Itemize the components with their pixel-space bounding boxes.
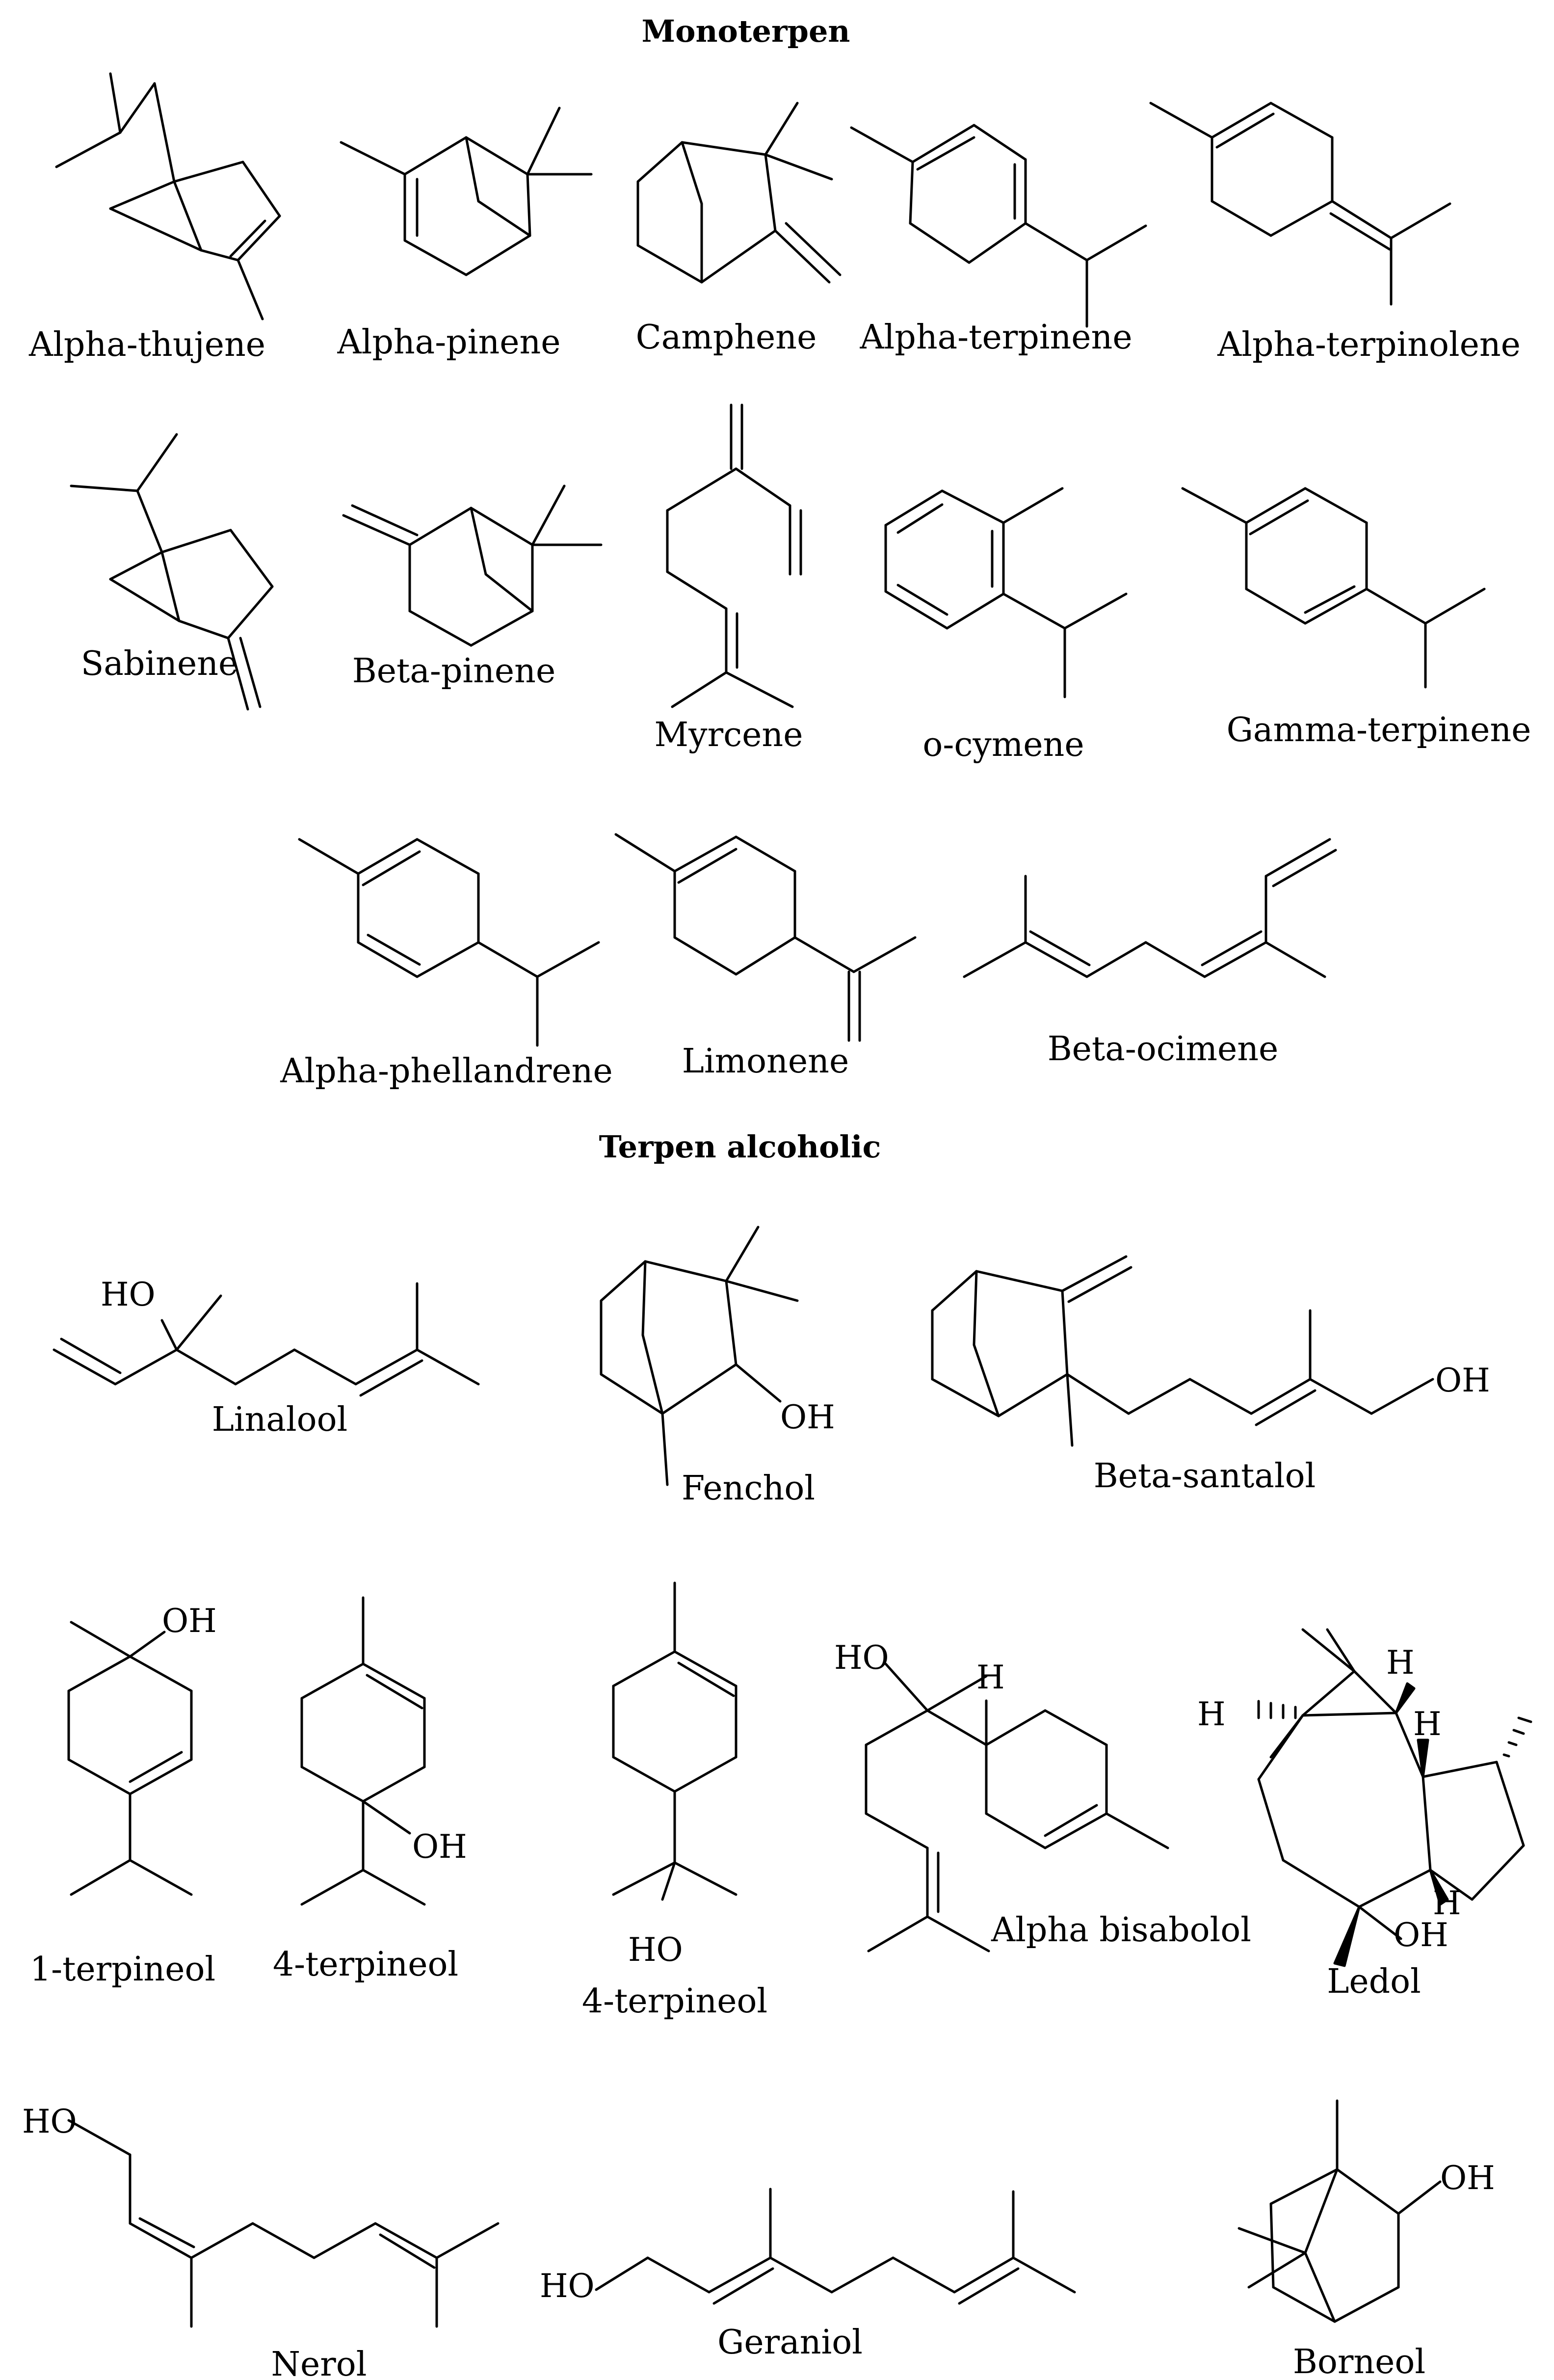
- atom-h-alpha-bisabolol: H: [976, 1658, 1005, 1696]
- label-1-terpineol: 1-terpineol: [30, 1950, 215, 1989]
- label-borneol: Borneol: [1293, 2343, 1425, 2380]
- atom-ho-4-terpineol-b: HO: [628, 1931, 683, 1969]
- structure-nerol: [67, 2119, 500, 2328]
- structure-gamma-terpinene: [1181, 487, 1486, 689]
- atom-ho-alpha-bisabolol: HO: [834, 1639, 889, 1677]
- hashed-bond-ledol-methyl: [1502, 1716, 1532, 1758]
- label-o-cymene: o-cymene: [922, 725, 1084, 764]
- label-fenchol: Fenchol: [682, 1469, 815, 1508]
- label-alpha-thujene: Alpha-thujene: [28, 325, 265, 364]
- atom-oh-borneol: OH: [1440, 2159, 1495, 2197]
- structure-beta-santalol: [931, 1255, 1434, 1447]
- atom-h-ledol-3: H: [1197, 1695, 1226, 1733]
- label-alpha-terpinene: Alpha-terpinene: [859, 318, 1132, 357]
- structure-4-terpineol-b: [612, 1581, 737, 1901]
- structure-4-terpineol-a: [300, 1596, 426, 1906]
- atom-h-ledol-1: H: [1386, 1644, 1415, 1682]
- label-gamma-terpinene: Gamma-terpinene: [1227, 711, 1531, 749]
- atom-oh-beta-santalol: OH: [1435, 1362, 1490, 1399]
- label-nerol: Nerol: [271, 2345, 367, 2380]
- atom-oh-ledol: OH: [1394, 1916, 1449, 1954]
- wedge-bond-ledol-h2: [1417, 1738, 1429, 1778]
- section-title-monoterpen: Monoterpen: [641, 13, 850, 49]
- structure-myrcene: [666, 403, 802, 708]
- hashed-bond-ledol-h: [1257, 1700, 1297, 1719]
- label-linalool: Linalool: [212, 1400, 348, 1439]
- structure-sabinene: [70, 433, 274, 711]
- atom-ho-geraniol: HO: [540, 2267, 595, 2305]
- wedge-bond-ledol-h3: [1429, 1869, 1449, 1906]
- wedge-bond-ledol-h1: [1395, 1682, 1416, 1714]
- label-ledol: Ledol: [1327, 1962, 1421, 2001]
- label-camphene: Camphene: [636, 318, 817, 357]
- structure-alpha-thujene: [55, 72, 281, 321]
- atom-oh-4-terpineol-a: OH: [412, 1828, 467, 1866]
- structure-beta-pinene: [342, 484, 603, 647]
- structure-beta-ocimene: [963, 838, 1337, 978]
- structure-geraniol: [595, 2188, 1076, 2305]
- label-alpha-bisabolol: Alpha bisabolol: [991, 1911, 1251, 1950]
- label-beta-santalol: Beta-santalol: [1094, 1457, 1316, 1496]
- label-beta-ocimene: Beta-ocimene: [1048, 1030, 1279, 1069]
- atom-ho-linalool: HO: [101, 1276, 156, 1313]
- label-myrcene: Myrcene: [655, 716, 803, 754]
- label-4-terpineol-a: 4-terpineol: [273, 1945, 458, 1984]
- structure-alpha-pinene: [340, 107, 593, 276]
- label-limonene: Limonene: [682, 1042, 849, 1081]
- structure-alpha-terpinolene: [1149, 102, 1451, 306]
- atom-ho-nerol: HO: [22, 2103, 77, 2140]
- structure-camphene: [636, 102, 842, 284]
- atom-h-ledol-2: H: [1413, 1705, 1442, 1743]
- label-geraniol: Geraniol: [717, 2323, 863, 2362]
- structure-limonene: [614, 833, 917, 1042]
- atom-oh-1-terpineol: OH: [162, 1602, 217, 1640]
- label-alpha-pinene: Alpha-pinene: [337, 323, 560, 362]
- structure-alpha-phellandrene: [298, 838, 600, 1047]
- structure-o-cymene: [884, 487, 1128, 698]
- section-title-terpen-alcoholic: Terpen alcoholic: [599, 1129, 881, 1165]
- label-alpha-terpinolene: Alpha-terpinolene: [1217, 325, 1521, 364]
- atom-h-ledol-4: H: [1433, 1884, 1461, 1922]
- structure-alpha-terpinene: [850, 124, 1147, 328]
- wedge-bond-ledol-methyl: [1333, 1905, 1361, 1967]
- label-4-terpineol-b: 4-terpineol: [582, 1982, 767, 2021]
- structure-fenchol: [600, 1226, 799, 1486]
- atom-oh-fenchol: OH: [780, 1398, 835, 1436]
- label-sabinene: Sabinene: [81, 644, 238, 683]
- structure-linalool: [53, 1282, 480, 1397]
- label-beta-pinene: Beta-pinene: [352, 652, 555, 691]
- structure-alpha-bisabolol: [865, 1662, 1169, 1952]
- label-alpha-phellandrene: Alpha-phellandrene: [280, 1052, 612, 1091]
- structure-1-terpineol: [67, 1621, 193, 1896]
- structure-borneol: [1238, 2099, 1442, 2323]
- structure-ledol: [1257, 1628, 1525, 1940]
